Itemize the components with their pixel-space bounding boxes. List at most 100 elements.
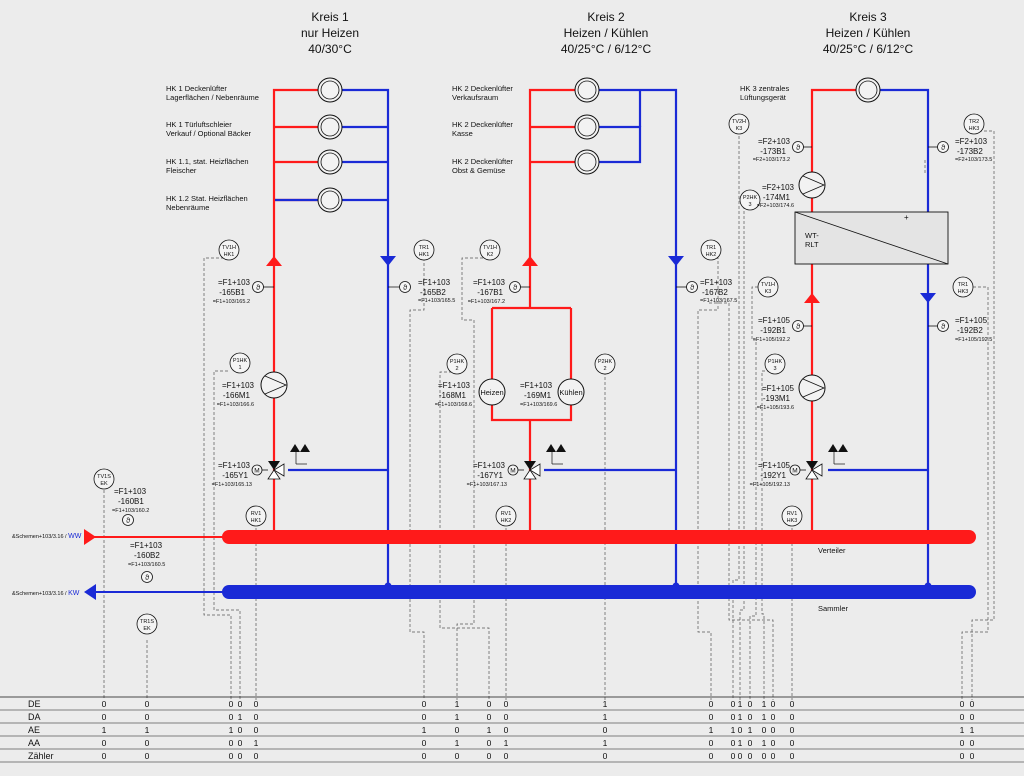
table-cell: 0: [790, 738, 795, 748]
signal-tag-label: TR1S: [140, 619, 154, 625]
signal-tag-label: K3: [736, 126, 743, 132]
temperature-sensor-icon: [399, 281, 411, 293]
table-cell: 0: [102, 699, 107, 709]
table-cell: 0: [504, 751, 509, 761]
sensor-label: -165B2: [420, 288, 446, 297]
table-cell: 1: [254, 738, 259, 748]
consumer-label: Lüftungsgerät: [740, 93, 787, 102]
table-cell: 0: [229, 751, 234, 761]
consumer-label: HK 1 Deckenlüfter: [166, 84, 227, 93]
signal-line: [213, 370, 241, 700]
temperature-symbol: ϑ: [796, 143, 801, 152]
verteiler-manifold: [222, 530, 976, 544]
table-cell: 0: [238, 725, 243, 735]
signal-tag-label: HK2: [706, 252, 717, 258]
sensor-label: =F2+103: [955, 137, 988, 146]
consumer-label: HK 1.1, stat. Heizflächen: [166, 157, 249, 166]
direction-indicator-icon: [828, 444, 838, 452]
kw-code: KW: [68, 590, 80, 597]
mixing-valve-icon: [806, 461, 818, 470]
consumer-label: Fleischer: [166, 166, 197, 175]
table-cell: 1: [455, 699, 460, 709]
table-cell: 0: [145, 699, 150, 709]
consumer-coil: [855, 77, 881, 103]
pump-label: =F2+103: [762, 183, 795, 192]
consumer-coil: [574, 149, 600, 175]
signal-tag-label: TR1: [419, 245, 429, 251]
consumer-coil: [317, 149, 343, 175]
signal-tag-label: RV1: [251, 511, 262, 517]
signal-tag: [781, 505, 803, 527]
pump-label: =F1+103: [222, 381, 255, 390]
consumer-label: HK 2 Deckenlüfter: [452, 157, 513, 166]
table-cell: 1: [455, 712, 460, 722]
temperature-sensor-icon: [937, 320, 949, 332]
ww-ref: &Schemen+103/3.16 / WW: [12, 533, 82, 540]
table-cell: 0: [970, 712, 975, 722]
valve-ref: =F1+103/167.13: [467, 482, 507, 488]
circuit-3-mode: Heizen / Kühlen: [826, 26, 911, 40]
heat-exchanger-label: RLT: [805, 240, 819, 249]
signal-line: [409, 258, 425, 700]
table-cell: 1: [145, 725, 150, 735]
table-row-header: DE: [28, 699, 41, 709]
table-cell: 0: [731, 738, 736, 748]
temperature-sensor-icon: [122, 514, 134, 526]
table-cell: 0: [709, 699, 714, 709]
consumer-coil: [317, 187, 343, 213]
pump-icon: [798, 171, 826, 199]
sensor-label: -160B1: [118, 497, 144, 506]
table-cell: 0: [748, 699, 753, 709]
signal-tag-label: P1HK: [768, 359, 783, 365]
signal-tag: [245, 505, 267, 527]
table-cell: 0: [970, 751, 975, 761]
consumer-label: HK 1.2 Stat. Heizflächen: [166, 194, 248, 203]
signal-tag: [93, 468, 115, 490]
table-cell: 0: [748, 751, 753, 761]
junction-dot: [672, 582, 680, 590]
sensor-label: =F1+103: [473, 278, 506, 287]
sensor-label: -192B1: [760, 326, 786, 335]
table-cell: 1: [762, 738, 767, 748]
sensor-ref: =F1+103/167.2: [468, 299, 505, 305]
consumer-coil-inner: [320, 80, 340, 100]
consumer-coil-inner: [320, 117, 340, 137]
table-cell: 1: [970, 725, 975, 735]
signal-tag-label: 1: [238, 365, 241, 371]
circuit-1-title: Kreis 1: [311, 10, 349, 24]
sensor-ref: =F1+103/165.5: [418, 298, 455, 304]
signal-tag-label: 2: [603, 366, 606, 372]
signal-tag-label: HK3: [787, 518, 798, 524]
consumer-label: HK 1 Türluftschleier: [166, 120, 232, 129]
sensor-label: =F1+103: [218, 278, 251, 287]
sensor-ref: =F2+103/173.2: [753, 157, 790, 163]
table-cell: 0: [748, 738, 753, 748]
table-cell: 0: [102, 751, 107, 761]
valve-label: -192Y1: [760, 471, 786, 480]
table-cell: 1: [102, 725, 107, 735]
table-cell: 0: [970, 699, 975, 709]
direction-indicator-icon: [546, 444, 556, 452]
table-cell: 0: [731, 712, 736, 722]
signal-tag-label: 3: [748, 202, 751, 208]
temperature-symbol: ϑ: [403, 283, 408, 292]
signal-line: [456, 257, 488, 700]
temperature-symbol: ϑ: [941, 143, 946, 152]
consumer-coil: [317, 114, 343, 140]
table-cell: 1: [748, 725, 753, 735]
signal-tag-label: 3: [773, 366, 776, 372]
consumer-coil-inner: [577, 117, 597, 137]
table-cell: 0: [960, 699, 965, 709]
table-cell: 0: [762, 751, 767, 761]
table-cell: 0: [771, 725, 776, 735]
signal-tag: [218, 239, 240, 261]
pump-label: -193M1: [763, 394, 791, 403]
signal-tag-label: TV1H: [222, 245, 236, 251]
circuit-1-mode: nur Heizen: [301, 26, 359, 40]
sensor-ref: =F1+103/167.5: [700, 298, 737, 304]
table-cell: 0: [254, 712, 259, 722]
pump-impeller: [802, 175, 826, 195]
flow-arrow-down-icon: [920, 293, 936, 303]
temperature-sensor-icon: [792, 141, 804, 153]
sensor-label: =F1+103: [418, 278, 451, 287]
